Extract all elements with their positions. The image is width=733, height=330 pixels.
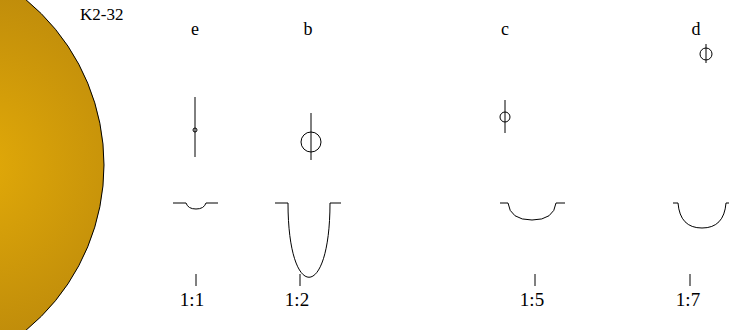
star-outline bbox=[0, 0, 105, 330]
planet-letter: e bbox=[191, 20, 199, 38]
star-disc bbox=[0, 0, 104, 330]
planet-letter: d bbox=[692, 20, 701, 38]
planet-circle bbox=[700, 48, 712, 60]
error-bar bbox=[311, 113, 312, 160]
error-bar bbox=[505, 100, 506, 133]
transit-curve bbox=[673, 203, 729, 228]
star-name: K2-32 bbox=[80, 6, 123, 23]
tick-mark bbox=[690, 274, 691, 286]
period-ratio: 1:7 bbox=[676, 290, 700, 309]
transit-curve bbox=[500, 203, 565, 220]
star-shape: K2-32 bbox=[0, 0, 105, 330]
tick-mark bbox=[300, 274, 301, 286]
planet-letter: b bbox=[304, 20, 313, 38]
planet-circle bbox=[193, 128, 197, 132]
tick-mark bbox=[196, 274, 197, 286]
period-ratio: 1:5 bbox=[520, 290, 544, 309]
transit-curve bbox=[173, 203, 218, 209]
planet-circle bbox=[500, 112, 510, 122]
planet-letter: c bbox=[501, 20, 509, 38]
planet-circle bbox=[301, 132, 321, 152]
period-ratio: 1:1 bbox=[180, 290, 204, 309]
transit-curve bbox=[275, 203, 341, 277]
tick-mark bbox=[535, 274, 536, 286]
period-ratio: 1:2 bbox=[285, 290, 309, 309]
error-bar bbox=[195, 97, 196, 157]
